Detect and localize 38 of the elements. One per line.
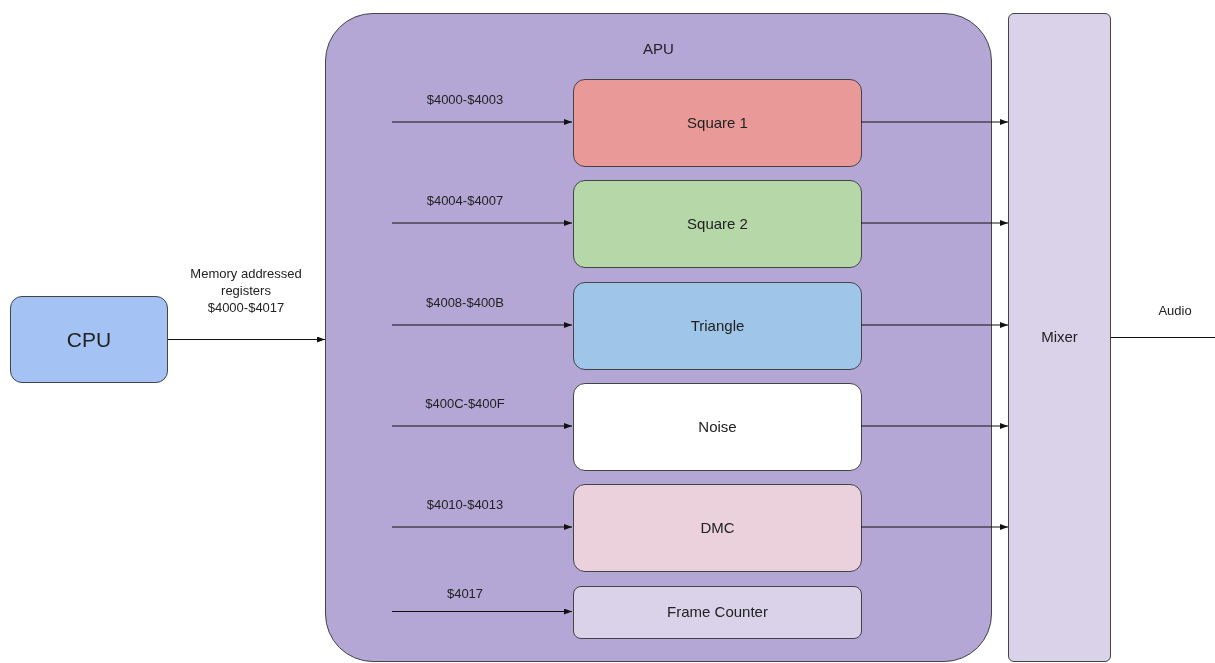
arrow	[860, 119, 1009, 125]
edge-label: Audio	[1157, 301, 1193, 320]
node-label: Mixer	[1041, 327, 1078, 348]
node-label: APU	[643, 39, 674, 59]
process-box	[573, 586, 862, 639]
arrow	[391, 220, 573, 226]
edge-label: $400C-$400F	[424, 394, 506, 412]
arrow	[391, 524, 573, 530]
arrow	[860, 423, 1009, 429]
edge-label: $4017	[445, 584, 485, 602]
edge-label: $4004-$4007	[425, 191, 505, 209]
process-box	[10, 296, 168, 383]
container-box	[325, 13, 992, 662]
arrow	[167, 336, 326, 343]
arrow	[860, 220, 1009, 226]
edge-label: $4008-$400B	[424, 293, 506, 311]
process-box	[573, 484, 862, 572]
process-box	[573, 282, 862, 370]
edge-label: Memory addressed registers $4000-$4017	[189, 264, 303, 317]
edge-label: $4010-$4013	[425, 495, 505, 513]
node-label: DMC	[700, 517, 735, 538]
process-box	[573, 180, 862, 268]
node-label: Frame Counter	[667, 602, 768, 623]
node-label: CPU	[66, 326, 112, 353]
arrow	[860, 322, 1009, 328]
node-label: Triangle	[690, 315, 745, 336]
arrow	[391, 119, 573, 125]
arrow	[391, 322, 573, 328]
node-label: Square 1	[687, 112, 748, 133]
arrow	[391, 423, 573, 429]
node-label: Noise	[698, 416, 737, 437]
arrow	[860, 524, 1009, 530]
process-box	[573, 79, 862, 167]
edge-label: $4000-$4003	[425, 90, 505, 108]
mixer-box	[1008, 13, 1111, 662]
arrow	[391, 608, 573, 615]
process-box	[573, 383, 862, 471]
node-label: Square 2	[687, 213, 748, 234]
